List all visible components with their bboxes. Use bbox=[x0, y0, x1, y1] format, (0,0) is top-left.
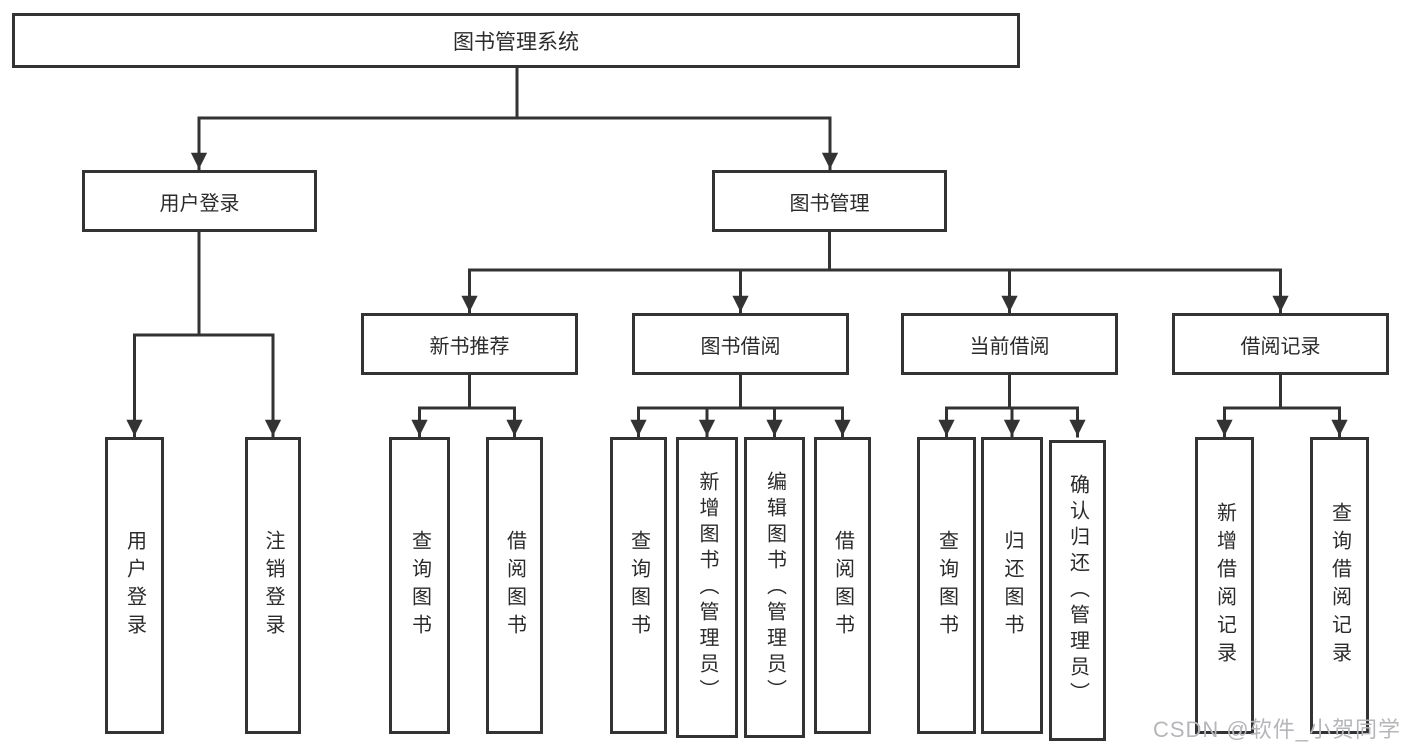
node-library-management-system: 图书管理系统 bbox=[12, 13, 1020, 68]
leaf-logout: 注销登录 bbox=[245, 437, 301, 734]
leaf-query-borrow-record: 查询借阅记录 bbox=[1310, 437, 1369, 734]
leaf-borrow-books-recommend: 借阅图书 bbox=[486, 437, 543, 734]
node-current-borrow: 当前借阅 bbox=[901, 313, 1118, 375]
leaf-user-login: 用户登录 bbox=[105, 437, 164, 734]
leaf-add-books-admin: 新增图书（管理员） bbox=[676, 437, 738, 738]
leaf-query-books-borrow: 查询图书 bbox=[610, 437, 667, 734]
node-book-management: 图书管理 bbox=[712, 170, 947, 232]
leaf-borrow-books: 借阅图书 bbox=[814, 437, 871, 734]
watermark-text: CSDN @软件_小贺同学 bbox=[1152, 717, 1401, 742]
leaf-edit-books-admin: 编辑图书（管理员） bbox=[744, 437, 805, 738]
node-user-login: 用户登录 bbox=[82, 170, 317, 232]
node-book-borrow: 图书借阅 bbox=[632, 313, 849, 375]
leaf-confirm-return-admin: 确认归还（管理员） bbox=[1049, 440, 1106, 741]
leaf-add-borrow-record: 新增借阅记录 bbox=[1195, 437, 1254, 734]
leaf-query-books-current: 查询图书 bbox=[917, 437, 976, 734]
node-new-book-recommend: 新书推荐 bbox=[361, 313, 578, 375]
leaf-query-books-recommend: 查询图书 bbox=[389, 437, 450, 734]
leaf-return-books: 归还图书 bbox=[981, 437, 1043, 734]
node-borrow-record: 借阅记录 bbox=[1172, 313, 1389, 375]
